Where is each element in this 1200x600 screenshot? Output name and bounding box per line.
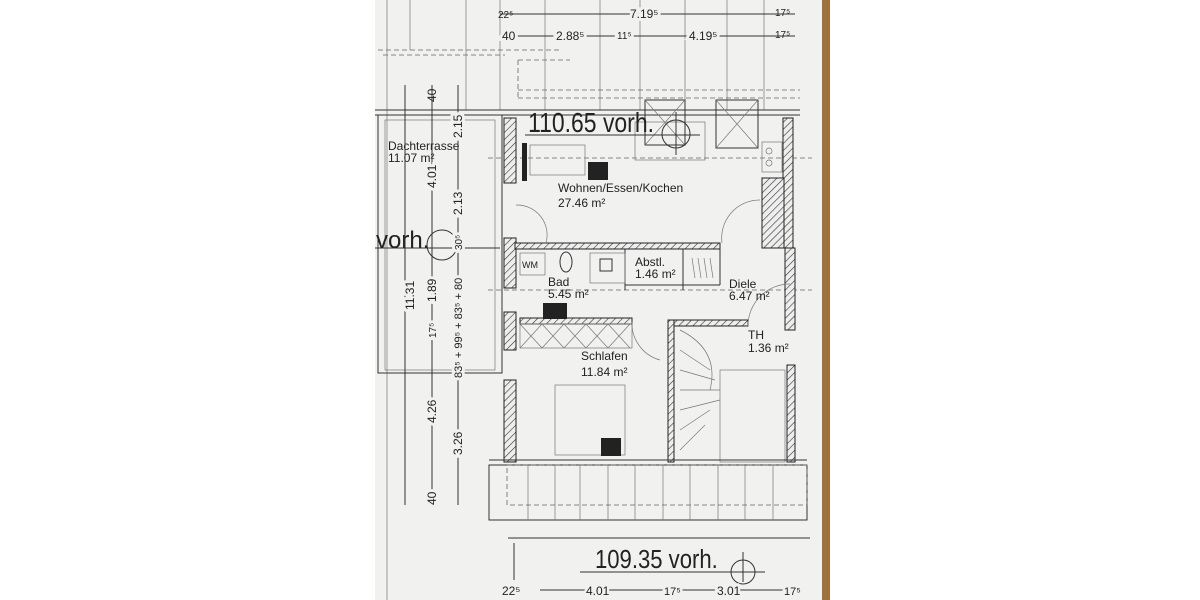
dim-bottom-2: 17⁵ (664, 586, 681, 598)
room-schlafen-name: Schlafen (581, 349, 628, 363)
dim-left-1: 40 (425, 88, 439, 102)
washing-machine-label: WM (522, 260, 538, 270)
room-wohnen-area: 27.46 m² (558, 196, 605, 210)
level-left: vorh. (376, 227, 429, 254)
dim-bottom-4: 17⁵ (784, 586, 801, 598)
room-diele-name: Diele (729, 277, 757, 291)
dim-left-8: 30⁵ (454, 235, 465, 250)
dim-bottom-3: 3.01 (717, 584, 741, 598)
dim-top-5: 11⁵ (617, 31, 632, 42)
room-dachterrasse-area: 11.07 m² (388, 151, 434, 165)
dim-left-7: 83⁵ + 99⁵ + 83⁵ + 80 (453, 278, 465, 378)
room-th-name: TH (748, 328, 764, 342)
level-bottom: 109.35 vorh. (595, 545, 718, 574)
room-abstl-name: Abstl. (635, 255, 665, 269)
dim-left-11: 40 (425, 491, 439, 505)
dim-top-3: 40 (502, 29, 516, 43)
dim-left-3: 4.01 (425, 164, 439, 188)
dim-top-0: 22⁵ (498, 10, 513, 21)
dim-left-10: 3.26 (451, 431, 465, 455)
dim-bottom-0: 22⁵ (502, 584, 520, 598)
dims-top: 22⁵ 7.19⁵ 17⁵ 40 2.88⁵ 11⁵ 4.19⁵ 17⁵ (498, 4, 795, 46)
wood-table-edge (822, 0, 830, 600)
balcony (488, 459, 810, 580)
dim-bottom-1: 4.01 (586, 584, 610, 598)
room-abstl-area: 1.46 m² (635, 267, 676, 281)
dim-left-4: 2.13 (451, 191, 465, 215)
dim-top-6: 4.19⁵ (689, 29, 717, 43)
furniture (515, 99, 791, 463)
room-bad-area: 5.45 m² (548, 287, 589, 301)
dim-top-2: 17⁵ (775, 8, 790, 19)
dim-top-4: 2.88⁵ (556, 29, 584, 43)
room-th-area: 1.36 m² (748, 341, 789, 355)
dim-left-6: 17⁵ (428, 323, 439, 338)
dim-left-2: 2.15 (451, 114, 465, 138)
dim-left-5: 1.89 (425, 278, 439, 302)
dim-left-0: 11.31 (403, 281, 417, 310)
level-markers (375, 112, 765, 585)
level-top: 110.65 vorh. (528, 108, 654, 139)
room-dachterrasse-name: Dachterrasse (388, 139, 460, 153)
room-schlafen-area: 11.84 m² (581, 365, 627, 379)
dims-bottom: 22⁵ 4.01 17⁵ 3.01 17⁵ (502, 582, 803, 600)
dim-left-9: 4.26 (425, 399, 439, 423)
dims-left: 11.31 40 2.15 4.01 2.13 1.89 17⁵ 83⁵ + 9… (400, 85, 468, 508)
room-diele-area: 6.47 m² (729, 289, 770, 303)
walls (503, 117, 796, 463)
background-lines (378, 0, 812, 600)
room-bad-name: Bad (548, 275, 569, 289)
room-wohnen-name: Wohnen/Essen/Kochen (558, 181, 683, 195)
dim-top-7: 17⁵ (775, 30, 790, 41)
dim-top-1: 7.19⁵ (630, 7, 658, 21)
